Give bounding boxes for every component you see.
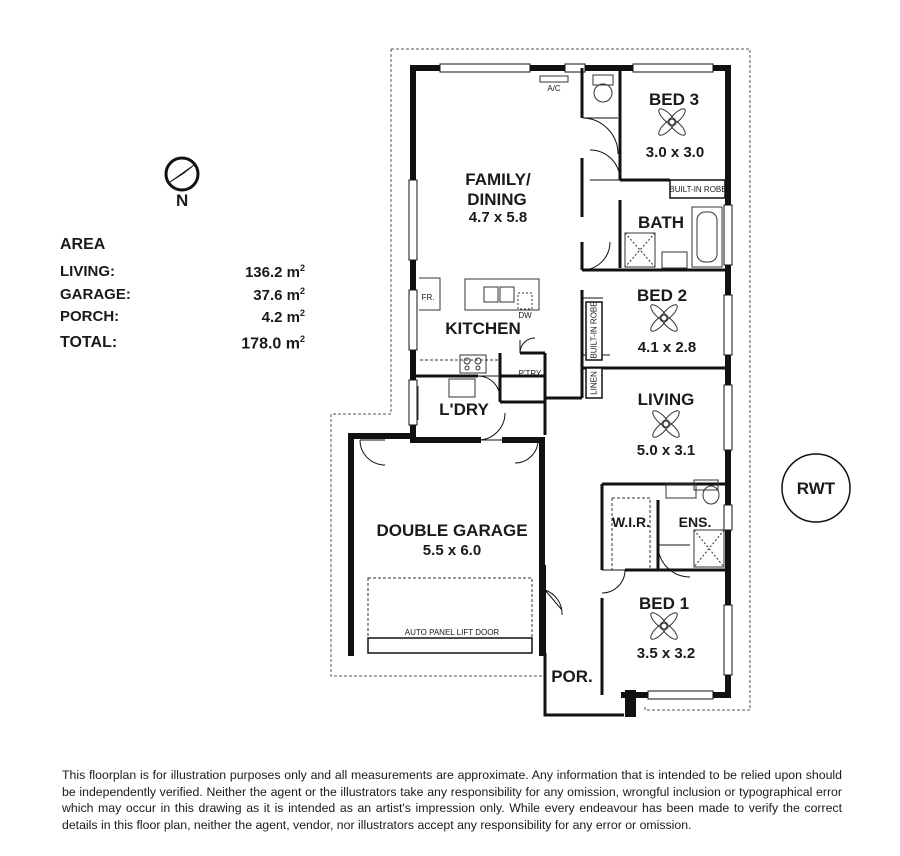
garage-door-label: AUTO PANEL LIFT DOOR (404, 628, 500, 637)
fridge-label: FR. (421, 293, 435, 302)
builtin-robe-side-label: BUILT-IN ROBE (589, 301, 599, 359)
compass-north-label: N (176, 191, 189, 210)
room-bed3-dims: 3.0 x 3.0 (645, 144, 705, 161)
room-bed2-label: BED 2 (636, 286, 688, 305)
property-boundary (330, 48, 751, 711)
room-bath-label: BATH (638, 213, 684, 232)
porch-post (625, 690, 636, 717)
area-value: 178.0 m2 (241, 334, 305, 353)
room-bed2-dims: 4.1 x 2.8 (637, 339, 697, 356)
dishwasher-label: DW (518, 311, 532, 320)
kitchen-fixtures (417, 75, 569, 420)
robes (585, 179, 726, 399)
area-label: LIVING: (60, 263, 115, 280)
rainwater-tank (781, 453, 851, 523)
room-bed1-dims: 3.5 x 3.2 (636, 645, 696, 662)
area-value: 4.2 m2 (261, 308, 305, 326)
area-row-total: TOTAL: 178.0 m2 (60, 334, 305, 352)
room-garage-dims: 5.5 x 6.0 (422, 542, 482, 559)
linen-label: LINEN (589, 371, 599, 395)
area-value: 37.6 m2 (253, 286, 305, 304)
area-label: TOTAL: (60, 334, 118, 351)
ceiling-fans (650, 108, 686, 640)
room-bed3-label: BED 3 (648, 90, 700, 109)
room-family-label-2: DINING (467, 190, 527, 209)
room-pantry-label: P'TRY (518, 369, 542, 378)
windows (408, 63, 733, 700)
room-living-label: LIVING (637, 390, 695, 409)
builtin-robe-top-label: BUILT-IN ROBE (669, 185, 727, 194)
room-wir-label: W.I.R. (611, 514, 651, 530)
area-label: PORCH: (60, 308, 120, 325)
room-living-dims: 5.0 x 3.1 (636, 442, 696, 459)
room-porch-label: POR. (551, 667, 593, 686)
room-garage-label: DOUBLE GARAGE (376, 521, 528, 540)
bathroom-fixtures (592, 74, 725, 570)
room-kitchen-label: KITCHEN (445, 319, 521, 338)
rwt-label: RWT (796, 479, 836, 498)
room-laundry-label: L'DRY (439, 400, 489, 419)
garage-door (367, 577, 533, 654)
room-bed1-label: BED 1 (638, 594, 690, 613)
room-ensuite-label: ENS. (678, 514, 712, 530)
area-heading: AREA (60, 236, 106, 253)
interior-walls (413, 68, 728, 717)
area-label: GARAGE: (60, 286, 131, 303)
area-value: 136.2 m2 (244, 263, 305, 281)
room-family-dims: 4.7 x 5.8 (468, 209, 528, 226)
compass-icon (164, 156, 200, 192)
disclaimer-text: This floorplan is for illustration purpo… (62, 768, 842, 832)
area-row-porch: PORCH: 4.2 m2 (60, 308, 305, 326)
room-family-label-1: FAMILY/ (465, 170, 531, 189)
ac-label: A/C (547, 84, 561, 93)
area-row-garage: GARAGE: 37.6 m2 (60, 286, 305, 304)
area-row-living: LIVING: 136.2 m2 (60, 263, 305, 281)
